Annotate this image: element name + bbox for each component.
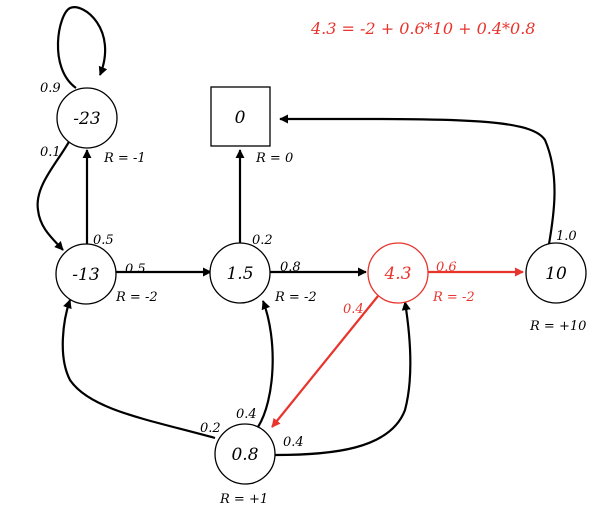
reward-labels: R = -1 R = 0 R = -2 R = -2 R = -2 R = +1… (103, 151, 586, 507)
nodes (55, 86, 587, 485)
node-43-value: 4.3 (383, 264, 411, 284)
prob-15-to-term: 0.2 (252, 233, 273, 248)
probability-labels: 0.9 0.1 0.5 0.5 0.2 0.8 0.6 0.4 1.0 0.2 … (40, 81, 577, 450)
prob-15-to-43: 0.8 (280, 260, 301, 275)
prob-m13-to-15: 0.5 (125, 262, 146, 277)
node-08-value: 0.8 (231, 445, 258, 465)
reward-m23: R = -1 (103, 151, 146, 166)
prob-self-loop: 0.9 (40, 81, 61, 96)
reward-m13: R = -2 (115, 290, 158, 305)
reward-terminal: R = 0 (255, 151, 293, 166)
edge-43-to-08 (271, 295, 379, 428)
node-terminal-value: 0 (235, 108, 246, 128)
node-m13-circle (55, 243, 117, 305)
edge-self-loop (56, 6, 108, 89)
node-10-value: 10 (545, 264, 567, 284)
prob-08-to-43: 0.4 (283, 435, 304, 450)
edge-08-to-15 (257, 300, 274, 428)
prob-m23-to-m13: 0.1 (40, 145, 61, 160)
node-m13-value: -13 (72, 265, 99, 285)
prob-08-to-m13: 0.2 (200, 421, 221, 436)
edge-08-to-m13 (61, 299, 216, 440)
prob-43-to-10: 0.6 (436, 260, 457, 275)
prob-43-to-08: 0.4 (343, 302, 364, 317)
node-43-circle (367, 242, 429, 304)
node-terminal-square (210, 86, 271, 147)
edges (36, 6, 556, 457)
prob-10-to-term: 1.0 (556, 229, 577, 244)
reward-15: R = -2 (274, 290, 317, 305)
reward-10: R = +10 (529, 319, 586, 334)
node-m23-value: -23 (73, 109, 100, 129)
node-15-circle (209, 242, 271, 304)
reward-43: R = -2 (432, 290, 475, 305)
edge-10-to-term (279, 114, 556, 245)
equation-text: 4.3 = -2 + 0.6*10 + 0.4*0.8 (310, 19, 535, 38)
node-15-value: 1.5 (226, 264, 253, 284)
prob-08-to-15: 0.4 (236, 407, 257, 422)
prob-m13-to-m23: 0.5 (93, 233, 114, 248)
node-10-circle (525, 242, 587, 304)
node-labels: -23 0 -13 1.5 4.3 10 0.8 (72, 108, 567, 465)
edge-m23-to-m13 (36, 137, 72, 251)
reward-08: R = +1 (219, 492, 268, 507)
node-m23-circle (56, 87, 118, 149)
node-08-circle (214, 423, 276, 485)
edge-08-to-43 (274, 301, 412, 457)
